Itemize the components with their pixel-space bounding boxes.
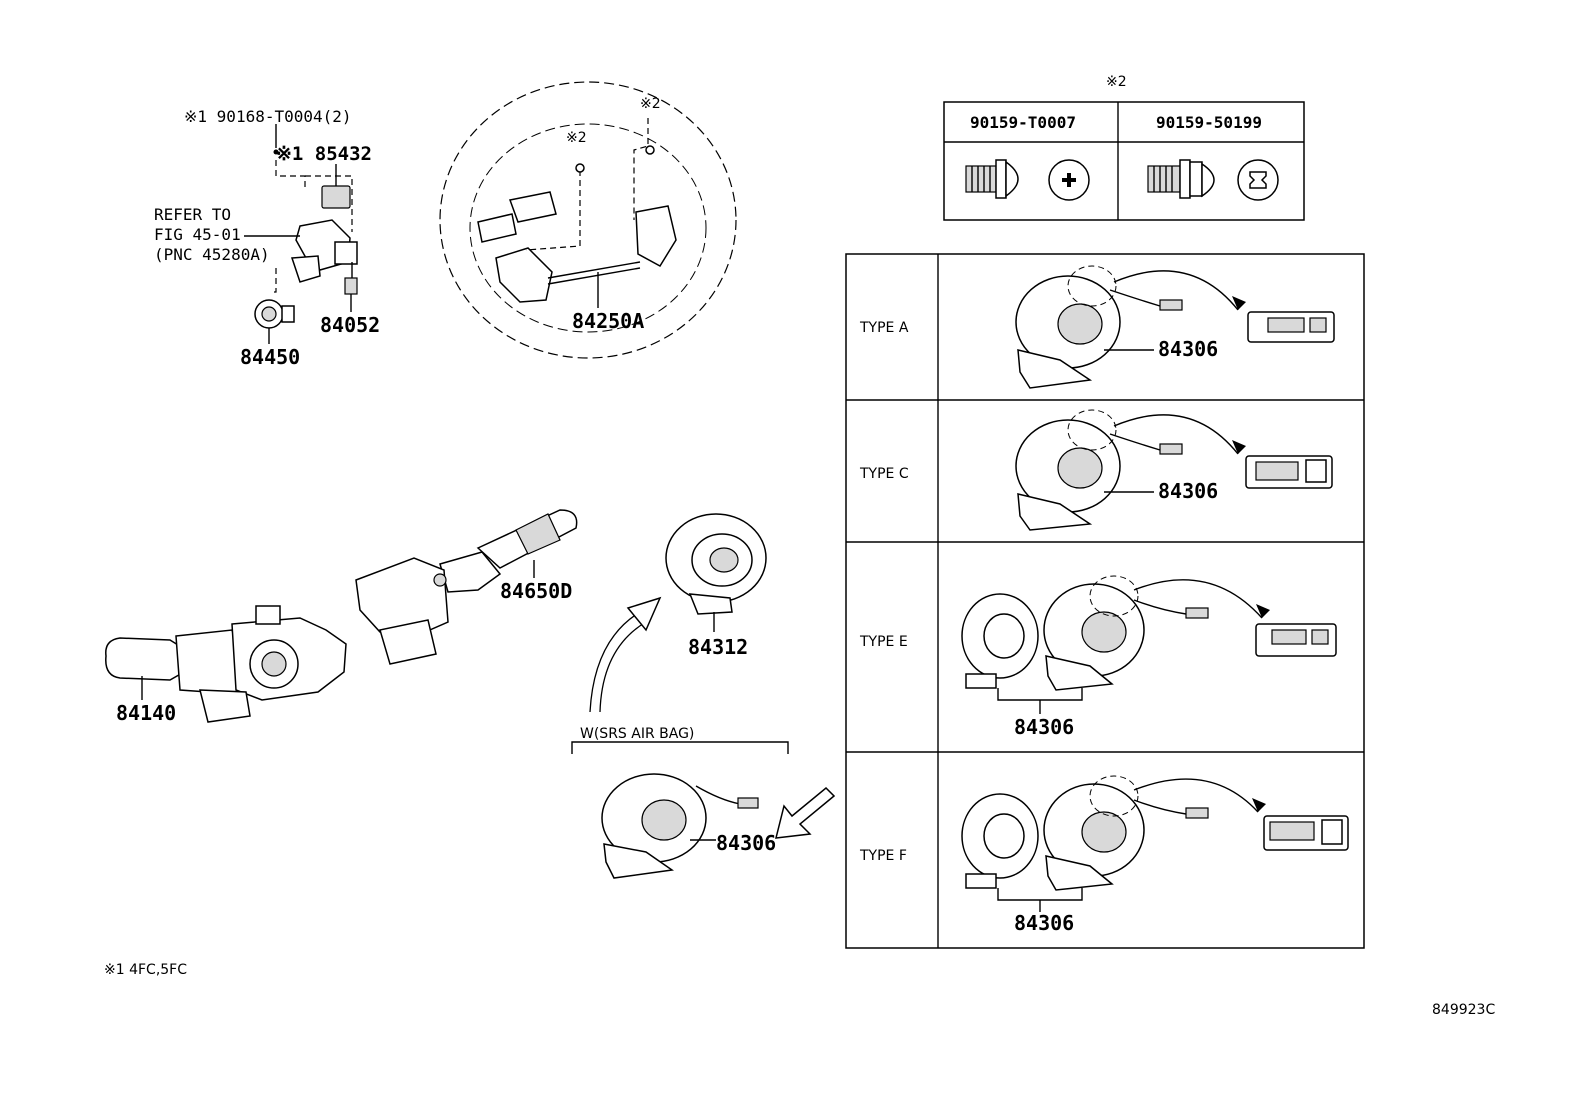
spiral-cable-84312: [665, 513, 767, 632]
type-f-part-label: 84306: [1014, 911, 1074, 935]
screw-table: [943, 101, 1305, 221]
srs-bracket-label: W(SRS AIR BAG): [580, 726, 694, 742]
hollow-arrow: [775, 786, 836, 839]
part-84450-label: 84450: [240, 345, 300, 369]
ignition-switch-group: [244, 124, 358, 344]
spiral-cable-type-c: [1015, 409, 1333, 531]
screw-90159-50199-icon: [1147, 159, 1279, 201]
part-84650D-label: 84650D: [500, 579, 572, 603]
steering-wheel-84250A: [439, 81, 737, 359]
refer-line3: (PNC 45280A): [154, 245, 270, 264]
spiral-cable-84306-srs: [601, 773, 759, 879]
curved-arrow: [589, 596, 662, 713]
type-c-label: TYPE C: [859, 466, 909, 482]
srs-bracket: [571, 741, 789, 754]
note1-callout: ※1 90168-T0004(2): [184, 107, 352, 126]
type-a-label: TYPE A: [859, 320, 909, 336]
drawing-id: 849923C: [1432, 1002, 1495, 1018]
part-84306-srs-label: 84306: [716, 831, 776, 855]
type-f-label: TYPE F: [859, 848, 907, 864]
part-84250A-label: 84250A: [572, 309, 644, 333]
screw-90159-T0007-icon: [965, 159, 1090, 201]
screw-col1-header: 90159-T0007: [970, 113, 1076, 132]
part-84140-label: 84140: [116, 701, 176, 725]
type-c-part-label: 84306: [1158, 479, 1218, 503]
type-a-part-label: 84306: [1158, 337, 1218, 361]
footnote: ※1 4FC,5FC: [104, 962, 187, 978]
mark2-table: ※2: [1106, 74, 1127, 90]
type-e-label: TYPE E: [859, 634, 908, 650]
turn-signal-switch-84140: [105, 605, 347, 723]
type-e-part-label: 84306: [1014, 715, 1074, 739]
wiper-switch-84650D: [355, 509, 578, 665]
mark2-a: ※2: [566, 130, 587, 146]
mark2-b: ※2: [640, 96, 661, 112]
refer-line2: FIG 45-01: [154, 225, 241, 244]
part-85432-label: ※1 85432: [276, 143, 372, 165]
spiral-cable-type-a: [1015, 265, 1335, 389]
part-84312-label: 84312: [688, 635, 748, 659]
part-84052-label: 84052: [320, 313, 380, 337]
refer-line1: REFER TO: [154, 205, 231, 224]
screw-col2-header: 90159-50199: [1156, 113, 1262, 132]
spiral-cable-type-e: [961, 575, 1337, 714]
spiral-cable-type-f: [961, 775, 1349, 912]
